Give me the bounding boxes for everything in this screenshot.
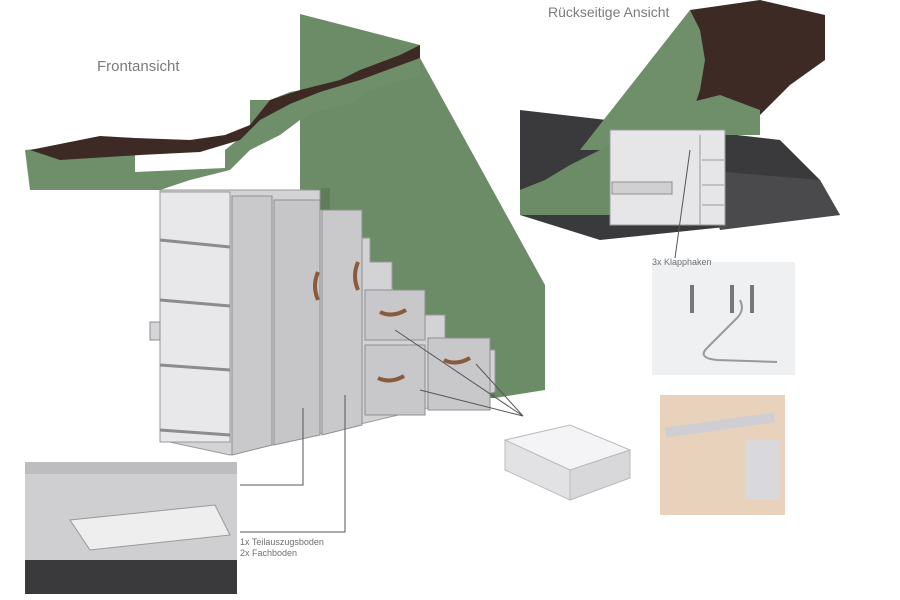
rear-landing bbox=[640, 95, 760, 135]
drawer-tray-photo bbox=[503, 424, 632, 501]
shelf-callout-line2: 2x Fachboden bbox=[240, 548, 298, 558]
drawer-handle-1 bbox=[379, 308, 407, 317]
landing-slab-side bbox=[25, 60, 420, 190]
front-view-title: Frontansicht bbox=[97, 58, 180, 75]
rear-cabinet bbox=[609, 129, 726, 226]
door-handle-2 bbox=[353, 261, 360, 291]
rear-view-title: Rückseitige Ansicht bbox=[548, 4, 670, 20]
drawer-handle-2 bbox=[377, 374, 405, 383]
door-handle-1 bbox=[313, 271, 320, 301]
landing-tread-top bbox=[30, 45, 420, 160]
side-fitting bbox=[149, 321, 161, 341]
open-shelf-unit bbox=[159, 191, 231, 443]
drawer-runner-photo bbox=[660, 395, 785, 515]
shelf-callout-label: 1x Teilauszugsboden 2x Fachboden bbox=[240, 537, 324, 559]
hooks-photo bbox=[652, 262, 795, 375]
door-right bbox=[321, 209, 363, 436]
stair-side-wall bbox=[300, 14, 545, 398]
drawer-handle-3 bbox=[443, 356, 471, 365]
door-middle bbox=[273, 199, 321, 446]
pullout-shelf-photo bbox=[25, 462, 237, 594]
callout-lines bbox=[240, 329, 524, 533]
rear-desk bbox=[611, 181, 673, 195]
hooks-callout-label: 3x Klapphaken bbox=[652, 257, 712, 267]
shelf-callout-line1: 1x Teilauszugsboden bbox=[240, 537, 324, 547]
front-staircase bbox=[25, 14, 545, 456]
door-left bbox=[231, 195, 273, 456]
hook-callout-line bbox=[674, 149, 691, 259]
rear-floor-light bbox=[700, 170, 840, 230]
drawer-3 bbox=[427, 337, 491, 411]
rear-view bbox=[520, 0, 840, 240]
